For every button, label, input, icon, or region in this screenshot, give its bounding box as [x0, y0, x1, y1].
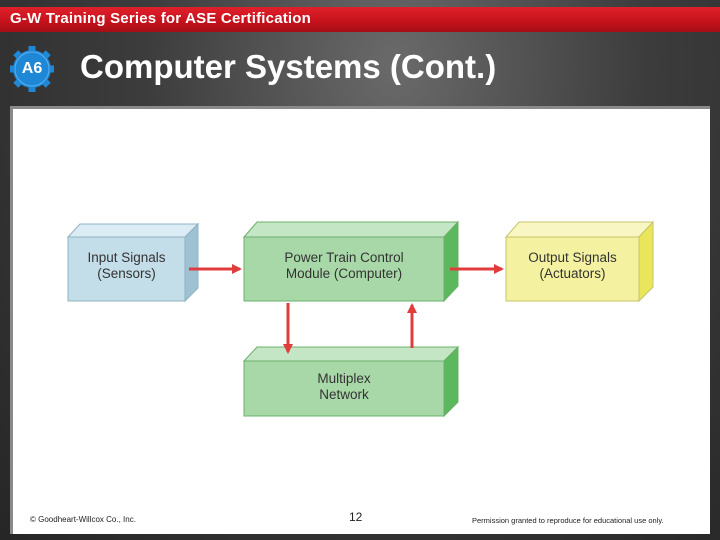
series-banner — [0, 7, 720, 32]
node-label-pcm: Power Train Control Module (Computer) — [284, 250, 404, 281]
node-pcm — [242, 220, 460, 303]
node-multiplex-network — [242, 345, 460, 418]
copyright-text: © Goodheart-Willcox Co., Inc. — [30, 515, 136, 524]
node-label-multiplex: Multiplex Network — [317, 371, 371, 402]
page-number: 12 — [349, 510, 363, 524]
node-label-output: Output Signals (Actuators) — [528, 250, 617, 281]
series-title: G-W Training Series for ASE Certificatio… — [10, 10, 312, 27]
node-output-signals — [504, 220, 655, 303]
node-input-signals — [66, 222, 200, 303]
badge-label: A6 — [21, 60, 43, 77]
page-title: Computer Systems (Cont.) — [80, 48, 497, 85]
permission-text: Permission granted to reproduce for educ… — [472, 516, 664, 525]
node-label-input: Input Signals (Sensors) — [87, 250, 166, 281]
gear-badge-icon — [10, 46, 54, 92]
content-panel — [10, 106, 710, 534]
